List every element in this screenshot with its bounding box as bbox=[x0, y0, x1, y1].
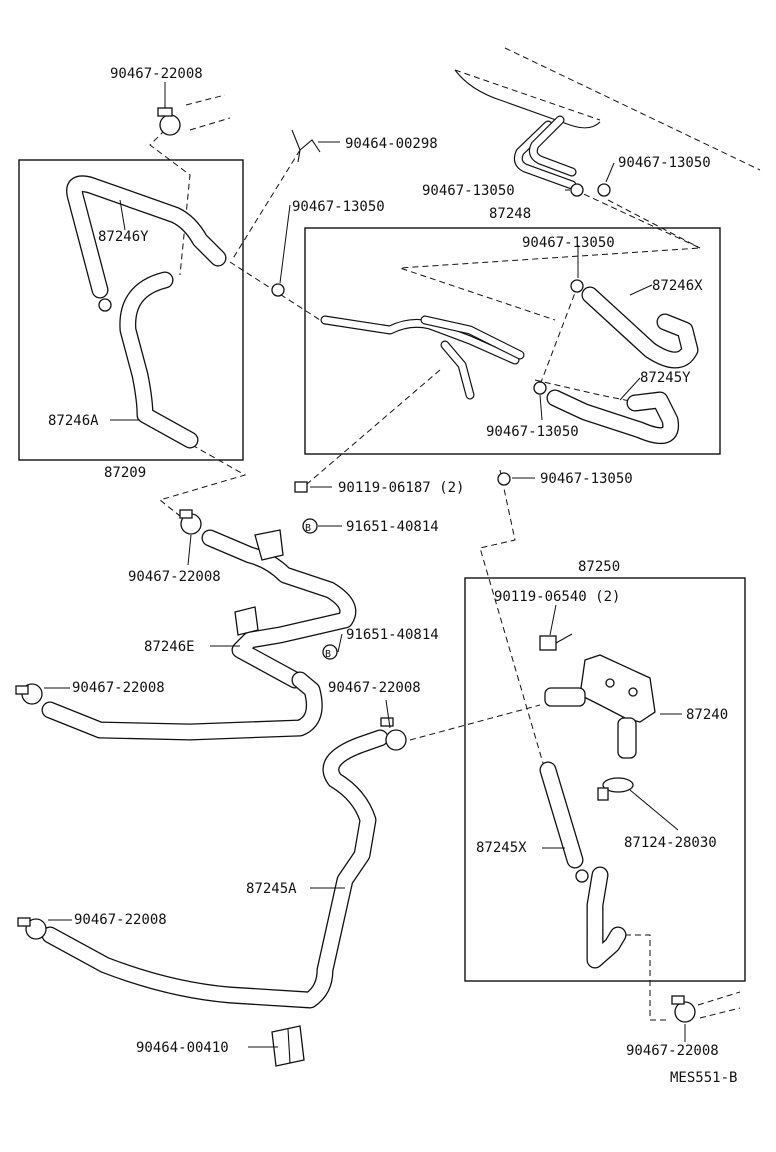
b-marker-upper-text: B bbox=[305, 523, 311, 534]
label-clip-00298: 90464-00298 bbox=[345, 136, 438, 152]
label-clamp-22008-mid: 90467-22008 bbox=[128, 569, 221, 585]
hose-87246x bbox=[581, 286, 699, 369]
label-hose-87245y: 87245Y bbox=[640, 370, 691, 386]
label-group-87209: 87209 bbox=[104, 465, 146, 481]
label-pipe-87246e: 87246E bbox=[144, 639, 195, 655]
clamp-22008-left bbox=[15, 683, 43, 705]
label-hose-87245x: 87245X bbox=[476, 840, 527, 856]
label-clamp-22008-lower-left: 90467-22008 bbox=[74, 912, 167, 928]
clamp-22008-center bbox=[380, 717, 407, 751]
label-hose-87246x: 87246X bbox=[652, 278, 703, 294]
drawing-code: MES551-B bbox=[670, 1070, 737, 1086]
clamp-22008-bottom-right bbox=[671, 991, 741, 1023]
leader-lines bbox=[44, 82, 686, 1048]
bolt-06540 bbox=[539, 633, 573, 651]
label-valve-87240: 87240 bbox=[686, 707, 728, 723]
group-box-87248 bbox=[304, 227, 721, 455]
clamp-22008-lower-left bbox=[17, 917, 47, 940]
label-clamp-13050-top-right: 90467-13050 bbox=[618, 155, 711, 171]
b-marker-lower: B bbox=[322, 644, 338, 660]
label-clip-b-upper: 91651-40814 bbox=[346, 519, 439, 535]
bracket-87246e bbox=[234, 529, 284, 636]
b-marker-upper: B bbox=[302, 518, 318, 534]
label-clamp-22008-bottom-right: 90467-22008 bbox=[626, 1043, 719, 1059]
protector-00410 bbox=[271, 1025, 305, 1067]
reference-lines bbox=[149, 129, 701, 1021]
hose-87245a bbox=[41, 729, 389, 1009]
hose-87245y bbox=[546, 389, 680, 445]
label-bolt-06540: 90119-06540 (2) bbox=[494, 589, 620, 605]
label-clamp-13050-top-mid: 90467-13050 bbox=[422, 183, 515, 199]
label-clamp-top-left: 90467-22008 bbox=[110, 66, 203, 82]
clamp-22008-mid bbox=[179, 509, 202, 535]
group-box-87250 bbox=[464, 577, 746, 982]
group-box-87209 bbox=[18, 159, 244, 461]
label-bolt-06187: 90119-06187 (2) bbox=[338, 480, 464, 496]
label-hose-87246a: 87246A bbox=[48, 413, 99, 429]
label-clamp-13050-lower: 90467-13050 bbox=[486, 424, 579, 440]
clamp-22008-top bbox=[157, 94, 231, 136]
bolt-06187 bbox=[294, 481, 308, 493]
label-clamp-13050-bottom: 90467-13050 bbox=[540, 471, 633, 487]
hose-lower-right bbox=[586, 866, 627, 969]
label-hose-87245a: 87245A bbox=[246, 881, 297, 897]
heater-pipes-engine bbox=[513, 115, 577, 190]
label-clamp-22008-center: 90467-22008 bbox=[328, 680, 421, 696]
label-protector-00410: 90464-00410 bbox=[136, 1040, 229, 1056]
label-hose-87246y: 87246Y bbox=[98, 229, 149, 245]
clip-00298 bbox=[291, 129, 321, 163]
label-clamp-22008-left: 90467-22008 bbox=[72, 680, 165, 696]
hose-87246a bbox=[119, 271, 199, 449]
hose-87246y bbox=[66, 175, 227, 299]
pipe-assembly-87248 bbox=[320, 315, 525, 400]
water-valve-87240 bbox=[544, 654, 656, 759]
label-group-87250: 87250 bbox=[578, 559, 620, 575]
label-clamp-13050-inner: 90467-13050 bbox=[522, 235, 615, 251]
label-clamp-13050-left: 90467-13050 bbox=[292, 199, 385, 215]
clamp-28030 bbox=[597, 777, 634, 801]
label-clip-b-lower: 91651-40814 bbox=[346, 627, 439, 643]
clamp-13050-set bbox=[98, 183, 611, 883]
engine-outline bbox=[454, 47, 761, 171]
label-group-87248: 87248 bbox=[489, 206, 531, 222]
label-clamp-28030: 87124-28030 bbox=[624, 835, 717, 851]
hose-lower-left bbox=[41, 671, 323, 741]
b-marker-lower-text: B bbox=[325, 649, 331, 660]
hose-87245x bbox=[539, 761, 584, 869]
